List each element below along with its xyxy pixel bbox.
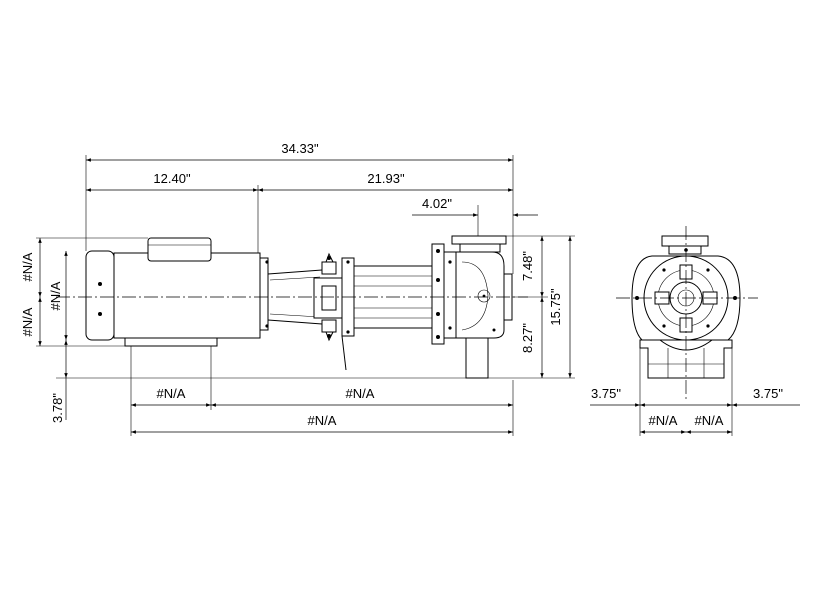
dim-total-height: 15.75" — [548, 288, 563, 326]
dim-motor-height-c: #N/A — [48, 281, 63, 310]
dim-lower-height: 8.27" — [520, 323, 535, 353]
dim-end-left: 3.75" — [591, 386, 621, 401]
dim-motor-height-a: #N/A — [20, 252, 35, 281]
dim-upper-height: 7.48" — [520, 251, 535, 281]
motor — [85, 237, 269, 347]
dim-overall-length: 34.33" — [281, 141, 319, 156]
dim-end-base-left: #N/A — [649, 413, 678, 428]
dim-motor-length: 12.40" — [153, 171, 191, 186]
dim-base-total: #N/A — [308, 413, 337, 428]
dim-base-height: 3.78" — [50, 393, 65, 423]
dim-motor-height-b: #N/A — [20, 307, 35, 336]
pump-casing — [431, 235, 513, 379]
bearing-bracket — [341, 257, 433, 371]
dim-end-base-right: #N/A — [695, 413, 724, 428]
dim-base-right: #N/A — [346, 386, 375, 401]
end-view: 3.75" 3.75" #N/A #N/A — [590, 226, 800, 436]
dim-pump-length: 21.93" — [367, 171, 405, 186]
dim-base-left: #N/A — [157, 386, 186, 401]
dim-discharge-offset: 4.02" — [422, 196, 452, 211]
side-view: 34.33" 12.40" 21.93" 4.02" 7.48" 8.27" 1… — [20, 141, 575, 436]
dim-end-right: 3.75" — [753, 386, 783, 401]
coupling-adapter — [267, 252, 343, 342]
